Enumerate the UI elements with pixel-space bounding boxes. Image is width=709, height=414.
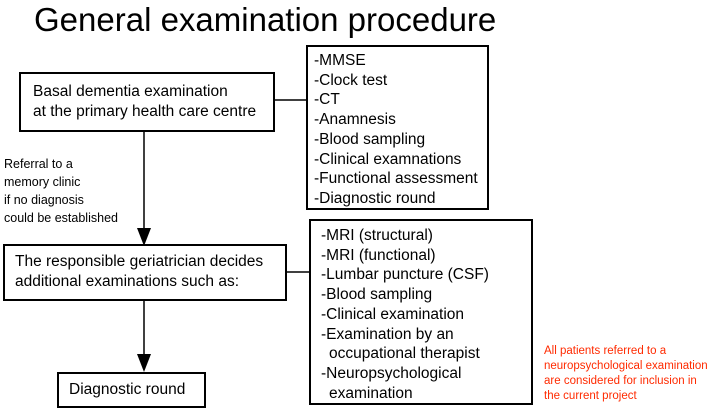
list-item: -Anamnesis — [314, 111, 396, 129]
list-item: -Clinical examination — [321, 305, 531, 325]
list-item-text: -Clinical examination — [321, 305, 465, 323]
geriatrician-line-2: additional examinations such as: — [15, 273, 240, 290]
list-item: -MRI (structural) — [321, 226, 531, 246]
inclusion-note: All patients referred to a neuropsycholo… — [544, 344, 708, 404]
referral-note-line: if no diagnosis — [4, 193, 84, 207]
list-item: -Neuropsychological examination — [321, 364, 531, 403]
list-item: -CT — [314, 91, 340, 109]
list-item: -Clock test — [314, 71, 388, 89]
inclusion-note-line: All patients referred to a — [544, 345, 667, 357]
list-item-continuation: occupational therapist — [329, 345, 480, 363]
arrowhead-1 — [137, 228, 151, 246]
list-item: -MMSE — [314, 52, 366, 69]
basal-examination-box: Basal dementia examination at the primar… — [19, 72, 275, 132]
additional-examinations-box: -MRI (structural) -MRI (functional) -Lum… — [309, 219, 533, 405]
referral-note-line: could be established — [4, 211, 118, 225]
basal-examination-line-1: Basal dementia examination — [33, 83, 228, 100]
diagnostic-round-label: Diagnostic round — [69, 381, 186, 398]
referral-note-line: Referral to a — [4, 157, 73, 171]
list-item: -Diagnostic round — [314, 189, 436, 207]
list-item-continuation: examination — [329, 384, 413, 402]
list-item: -Lumbar puncture (CSF) — [321, 265, 531, 285]
inclusion-note-line: are considered for inclusion in — [544, 375, 697, 387]
basal-examination-list: -MMSE -Clock test -CT -Anamnesis -Blood … — [314, 51, 487, 209]
list-item: -Examination by an occupational therapis… — [321, 325, 531, 364]
list-item-text: -MRI (structural) — [321, 227, 433, 244]
additional-examinations-list: -MRI (structural) -MRI (functional) -Lum… — [321, 226, 531, 403]
list-item-text: -Blood sampling — [321, 286, 433, 304]
list-item-text: -Lumbar puncture (CSF) — [321, 266, 489, 284]
list-item: -Blood sampling — [314, 130, 426, 148]
list-item-text: -Examination by an — [321, 325, 454, 343]
referral-note-line: memory clinic — [4, 175, 81, 189]
diagnostic-round-box: Diagnostic round — [57, 372, 206, 408]
list-item: -Clinical examnations — [314, 150, 462, 168]
page-title: General examination procedure — [34, 1, 497, 38]
list-item: -MRI (functional) — [321, 246, 531, 266]
geriatrician-line-1: The responsible geriatrician decides — [15, 253, 264, 270]
referral-note: Referral to a memory clinic if no diagno… — [4, 155, 118, 227]
list-item: -Functional assessment — [314, 170, 478, 188]
list-item: -Blood sampling — [321, 285, 531, 305]
list-item-text: -MRI (functional) — [321, 246, 436, 264]
basal-examination-list-box: -MMSE -Clock test -CT -Anamnesis -Blood … — [306, 45, 489, 210]
basal-examination-line-2: at the primary health care centre — [33, 103, 257, 120]
geriatrician-box: The responsible geriatrician decides add… — [3, 244, 287, 301]
list-item-text: -Neuropsychological — [321, 364, 462, 382]
inclusion-note-line: the current project — [544, 390, 637, 402]
inclusion-note-line: neuropsychological examination — [544, 360, 708, 372]
arrowhead-2 — [137, 354, 151, 372]
